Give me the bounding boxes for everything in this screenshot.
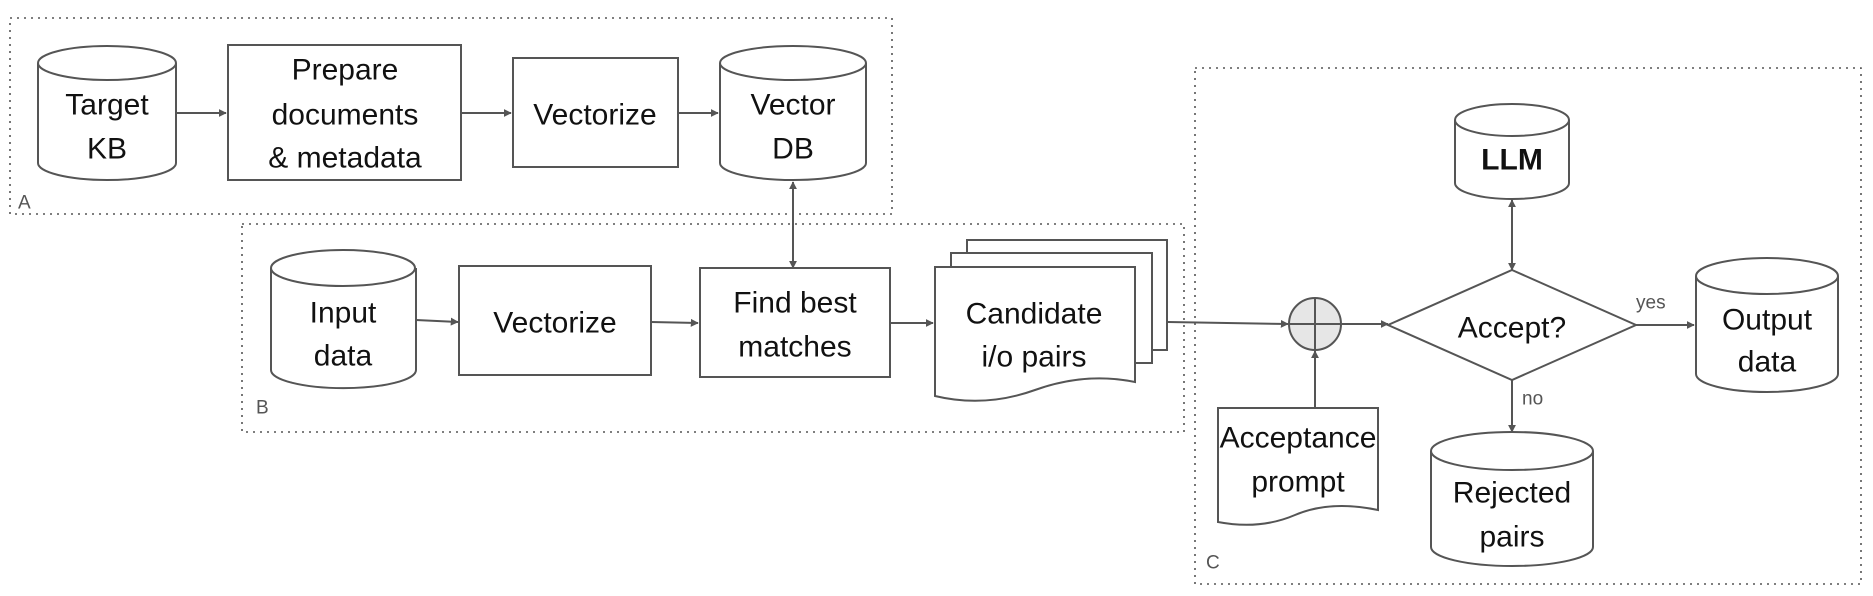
rejected-pairs-cylinder: Rejected pairs — [1430, 431, 1594, 567]
vectorize-a-label: Vectorize — [533, 99, 656, 132]
merge-junction-icon — [1288, 297, 1342, 351]
output-data-label-2: data — [1738, 346, 1797, 379]
vectorize-b-box: Vectorize — [458, 265, 652, 376]
group-a-label: A — [18, 193, 31, 214]
prepare-documents-box: Prepare documents & metadata — [227, 44, 462, 181]
input-data-cylinder: Input data — [270, 249, 417, 390]
prepare-label-3: & metadata — [268, 142, 422, 175]
input-data-label-2: data — [314, 340, 373, 373]
group-b-border — [241, 223, 1185, 433]
rejected-label-1: Rejected — [1453, 477, 1571, 510]
target-kb-label-2: KB — [87, 133, 127, 166]
rejected-label-2: pairs — [1479, 521, 1544, 554]
find-best-label-2: matches — [738, 331, 851, 364]
group-b-label: B — [256, 398, 269, 419]
vectorize-a-box: Vectorize — [512, 57, 679, 168]
vector-db-cylinder: Vector DB — [719, 45, 867, 181]
accept-label: Accept? — [1458, 312, 1566, 345]
group-c-border — [1194, 67, 1862, 585]
llm-label: LLM — [1481, 144, 1543, 177]
group-c-label: C — [1206, 553, 1220, 574]
find-best-matches-box: Find best matches — [699, 267, 891, 378]
candidate-label-2: i/o pairs — [981, 341, 1086, 374]
vectorize-b-label: Vectorize — [493, 307, 616, 340]
vector-db-label-1: Vector — [750, 89, 835, 122]
input-data-label-1: Input — [310, 297, 377, 330]
edge-label-yes: yes — [1636, 293, 1666, 314]
output-data-label-1: Output — [1722, 304, 1813, 337]
target-kb-cylinder: Target KB — [37, 45, 177, 181]
prepare-label-1: Prepare — [292, 54, 399, 87]
candidate-label-1: Candidate — [966, 298, 1103, 331]
acceptance-prompt-label-1: Acceptance — [1220, 422, 1377, 455]
candidate-pairs-stack: Candidate i/o pairs — [934, 239, 1168, 402]
edge-vectorize-findbest — [650, 318, 699, 327]
vector-db-label-2: DB — [772, 133, 814, 166]
find-best-label-1: Find best — [733, 287, 857, 320]
edge-candidate-junction — [1167, 319, 1289, 328]
edge-label-no: no — [1522, 389, 1543, 410]
llm-cylinder: LLM — [1454, 103, 1570, 200]
target-kb-label-1: Target — [65, 89, 149, 122]
prepare-label-2: documents — [272, 99, 419, 132]
acceptance-prompt-label-2: prompt — [1251, 466, 1345, 499]
acceptance-prompt-document: Acceptance prompt — [1217, 407, 1379, 526]
group-a-border — [9, 17, 893, 215]
output-data-cylinder: Output data — [1695, 257, 1839, 393]
edge-input-vectorize — [415, 317, 459, 326]
accept-decision-diamond: Accept? — [1385, 268, 1639, 382]
